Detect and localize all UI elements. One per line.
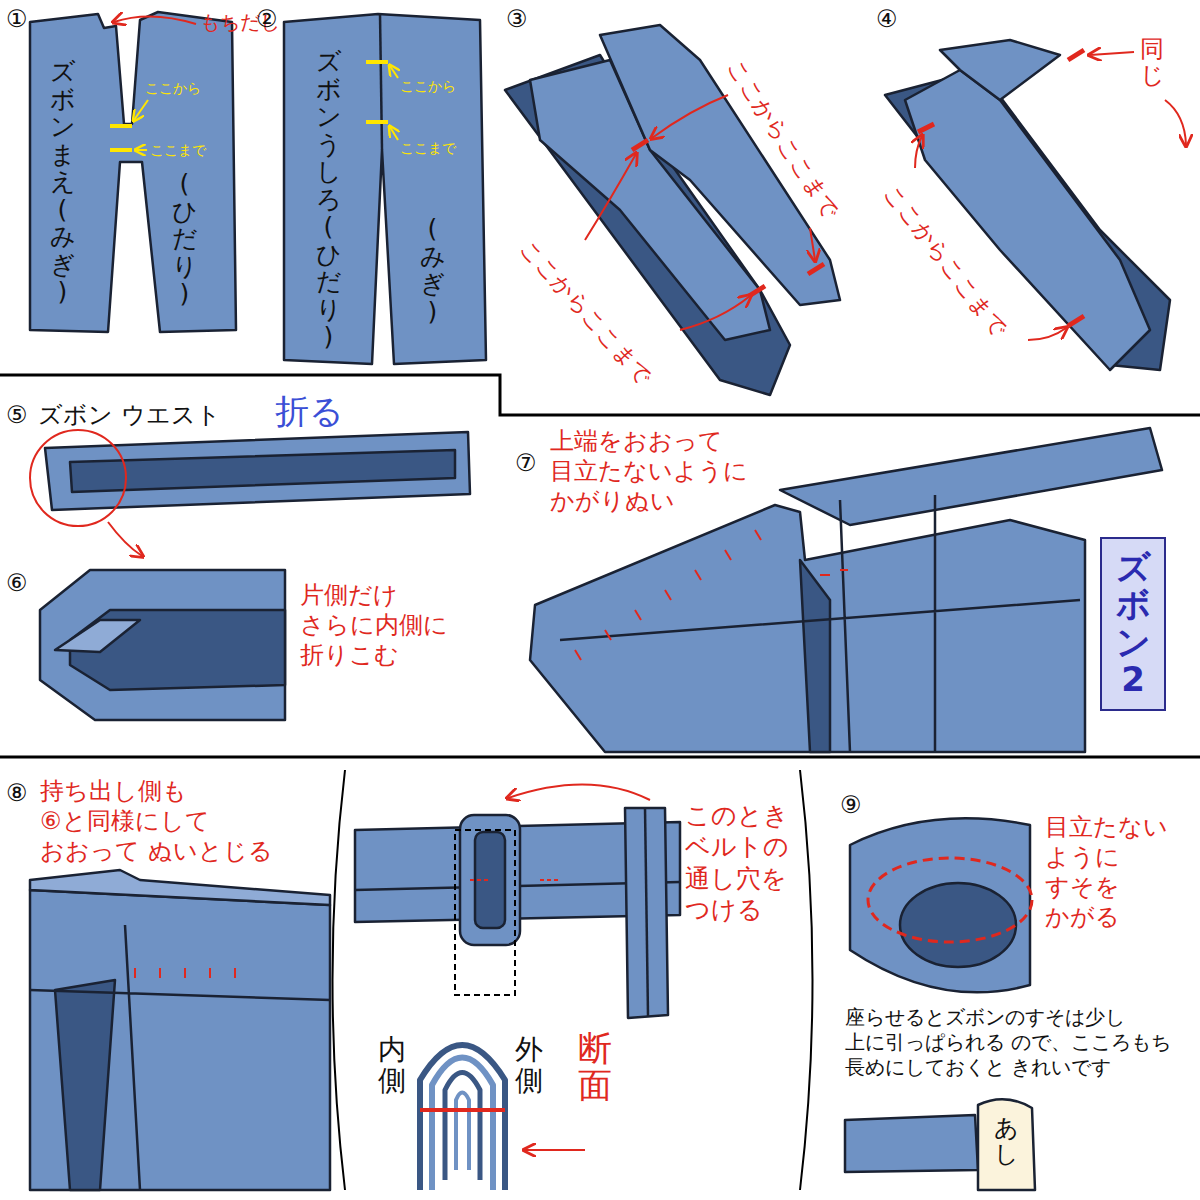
- step-number: ⑨: [840, 790, 862, 820]
- step-number: ⑥: [6, 568, 28, 598]
- instruction-note: このとき ベルトの 通し穴を つける: [685, 800, 795, 925]
- part-label: (みぎ): [420, 215, 445, 325]
- instruction-note: 片側だけ さらに内側に 折りこむ: [300, 580, 490, 670]
- instruction-note: 上端をおおって 目立たないように かがりぬい: [550, 426, 770, 516]
- red-marks: [30, 16, 1186, 1150]
- step-number: ①: [6, 4, 28, 34]
- instruction-note: 折る: [275, 390, 344, 433]
- part-label: ズボンうしろ(ひだり): [316, 48, 341, 351]
- marker-label: 同じ: [1140, 36, 1164, 89]
- instruction-note: 目立たない ように すそを かがる: [1045, 812, 1185, 932]
- yellow-marks: [110, 62, 398, 150]
- box-title: ズボン2: [1116, 549, 1150, 699]
- part-label: あし: [994, 1115, 1018, 1168]
- marker-label: ここまで: [400, 140, 456, 158]
- part-label: ズボンまえ(みぎ): [50, 58, 75, 306]
- part-label: (ひだり): [172, 170, 197, 308]
- step-number: ⑤: [6, 400, 28, 430]
- instruction-note: 持ち出し側も ⑥と同様にして おおって ぬいとじる: [40, 776, 300, 866]
- marker-label: ここから: [145, 80, 201, 98]
- step-number: ②: [256, 4, 278, 34]
- marker-label: ここから: [400, 78, 456, 96]
- step-number: ⑦: [515, 448, 537, 478]
- marker-label: ここまで: [150, 142, 206, 160]
- section-label: 断面: [578, 1030, 612, 1105]
- step-number: ⑧: [6, 778, 28, 808]
- section-label: 外側: [515, 1035, 543, 1097]
- panel-borders: [0, 375, 1200, 757]
- brackets: [333, 770, 813, 1190]
- section-label: 内側: [378, 1035, 406, 1097]
- title-box: ズボン2: [1100, 537, 1166, 711]
- tip-note: 座らせるとズボンのすそは少し 上に引っぱられる ので、こころもち 長めにしておく…: [845, 1005, 1190, 1080]
- step-number: ④: [876, 4, 898, 34]
- part-label: ズボン ウエスト: [38, 400, 221, 430]
- step-number: ③: [506, 4, 528, 34]
